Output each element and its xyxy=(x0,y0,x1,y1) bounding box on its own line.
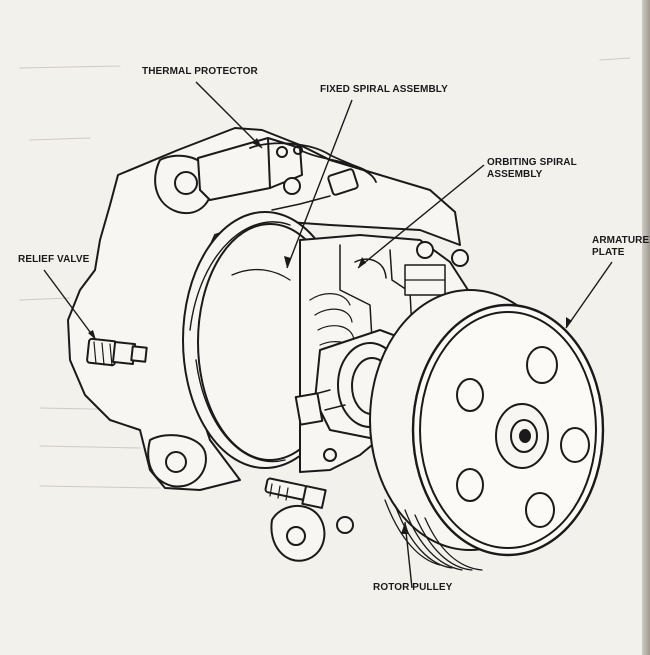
label-rotor-pulley-text: ROTOR PULLEY xyxy=(373,582,453,593)
label-orbiting-spiral-assembly: ORBITING SPIRAL ASSEMBLY xyxy=(487,157,577,181)
label-fixed-spiral-assembly-text: FIXED SPIRAL ASSEMBLY xyxy=(320,84,448,95)
label-fixed-spiral-assembly: FIXED SPIRAL ASSEMBLY xyxy=(320,84,448,96)
lower-mount-hole xyxy=(165,451,187,473)
lower-bolt xyxy=(264,477,327,509)
label-armature-plate-line2: PLATE xyxy=(592,247,625,258)
bleed-through-marks xyxy=(19,57,631,489)
armature-bosses xyxy=(456,346,590,528)
label-relief-valve: RELIEF VALVE xyxy=(18,254,89,266)
page-edge-shadow xyxy=(642,0,650,655)
fixed-spiral-leader xyxy=(286,99,353,269)
armature-plate-leader xyxy=(565,261,613,329)
label-orbiting-spiral-line1: ORBITING SPIRAL xyxy=(487,157,577,168)
label-armature-plate-line1: ARMATURE xyxy=(592,235,650,246)
pulley-grooves xyxy=(384,499,483,571)
label-relief-valve-text: RELIEF VALVE xyxy=(18,254,90,265)
relief-valve-fitting xyxy=(86,337,148,367)
thermal-protector-leader xyxy=(195,81,263,149)
label-thermal-protector-text: THERMAL PROTECTOR xyxy=(142,66,258,77)
label-thermal-protector: THERMAL PROTECTOR xyxy=(142,66,258,78)
upper-mount-hole xyxy=(174,171,198,195)
front-mount-hole xyxy=(286,526,306,546)
orbiting-spiral-leader xyxy=(357,164,485,269)
label-armature-plate: ARMATURE PLATE xyxy=(592,235,649,259)
lower-mounting-ear xyxy=(147,434,207,488)
label-rotor-pulley: ROTOR PULLEY xyxy=(373,582,452,594)
label-orbiting-spiral-line2: ASSEMBLY xyxy=(487,169,543,180)
relief-valve-leader xyxy=(43,269,97,341)
front-mounting-ear xyxy=(270,505,326,562)
